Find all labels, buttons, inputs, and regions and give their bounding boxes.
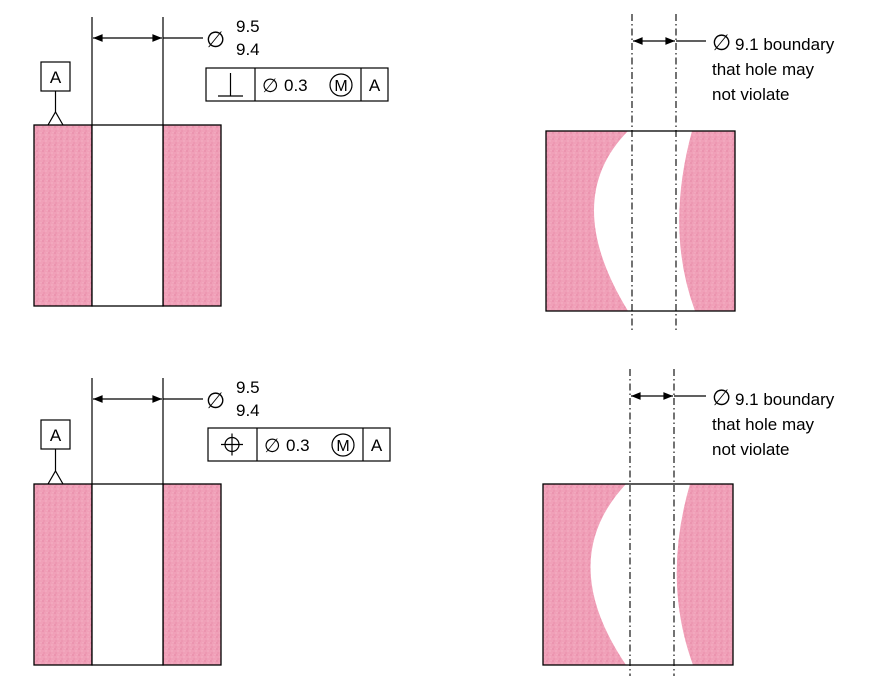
size-lower: 9.4 — [236, 401, 260, 420]
boundary-note-line1: 9.1 boundary — [735, 35, 835, 54]
mmc-modifier: M — [336, 438, 349, 455]
tolerance-value: 0.3 — [286, 436, 310, 455]
material-right — [679, 131, 735, 311]
size-lower: 9.4 — [236, 40, 260, 59]
material-left-wall — [33, 124, 93, 307]
datum-feature-symbol: A — [40, 61, 71, 126]
boundary-diameter-symbol: ∅ — [712, 385, 731, 410]
material-right — [676, 484, 733, 665]
boundary-note-line2: that hole may — [712, 415, 815, 434]
boundary-note-line1: 9.1 boundary — [735, 390, 835, 409]
diameter-symbol: ∅ — [206, 388, 225, 413]
tolerance-diameter-symbol: ∅ — [264, 436, 281, 457]
perpendicularity-icon — [218, 73, 243, 97]
hole — [91, 483, 164, 666]
position-icon — [221, 433, 243, 456]
mmc-modifier: M — [334, 78, 347, 95]
material-right-wall — [162, 483, 222, 666]
datum-feature-symbol: A — [40, 419, 71, 485]
boundary-diameter-symbol: ∅ — [712, 30, 731, 55]
size-upper: 9.5 — [236, 17, 260, 36]
part-outline — [545, 130, 736, 312]
datum-reference: A — [371, 436, 383, 455]
size-upper: 9.5 — [236, 378, 260, 397]
feature-control-frame: ∅ 0.3 M A — [207, 427, 391, 462]
material-right-wall — [162, 124, 222, 307]
boundary-illustration-top: ∅ 9.1 boundary that hole may not violate — [545, 14, 835, 333]
boundary-note-line3: not violate — [712, 85, 790, 104]
datum-label: A — [50, 68, 62, 87]
hole — [91, 124, 164, 307]
part-perpendicularity: ∅ 9.5 9.4 A ∅ 0.3 M A — [33, 17, 389, 307]
part-outline — [542, 483, 734, 666]
boundary-illustration-bottom: ∅ 9.1 boundary that hole may not violate — [542, 369, 835, 676]
mmc-modifier-circle — [331, 433, 355, 457]
material-left-wall — [33, 483, 93, 666]
boundary-note-line2: that hole may — [712, 60, 815, 79]
mmc-modifier-circle — [329, 73, 353, 97]
material-left — [543, 484, 626, 665]
boundary-note-line3: not violate — [712, 440, 790, 459]
datum-label: A — [50, 426, 62, 445]
material-left — [546, 131, 628, 311]
diameter-symbol: ∅ — [206, 27, 225, 52]
tolerance-diameter-symbol: ∅ — [262, 76, 279, 97]
tolerance-value: 0.3 — [284, 76, 308, 95]
datum-reference: A — [369, 76, 381, 95]
feature-control-frame: ∅ 0.3 M A — [205, 67, 389, 102]
part-position: ∅ 9.5 9.4 A ∅ 0.3 M A — [33, 378, 391, 666]
